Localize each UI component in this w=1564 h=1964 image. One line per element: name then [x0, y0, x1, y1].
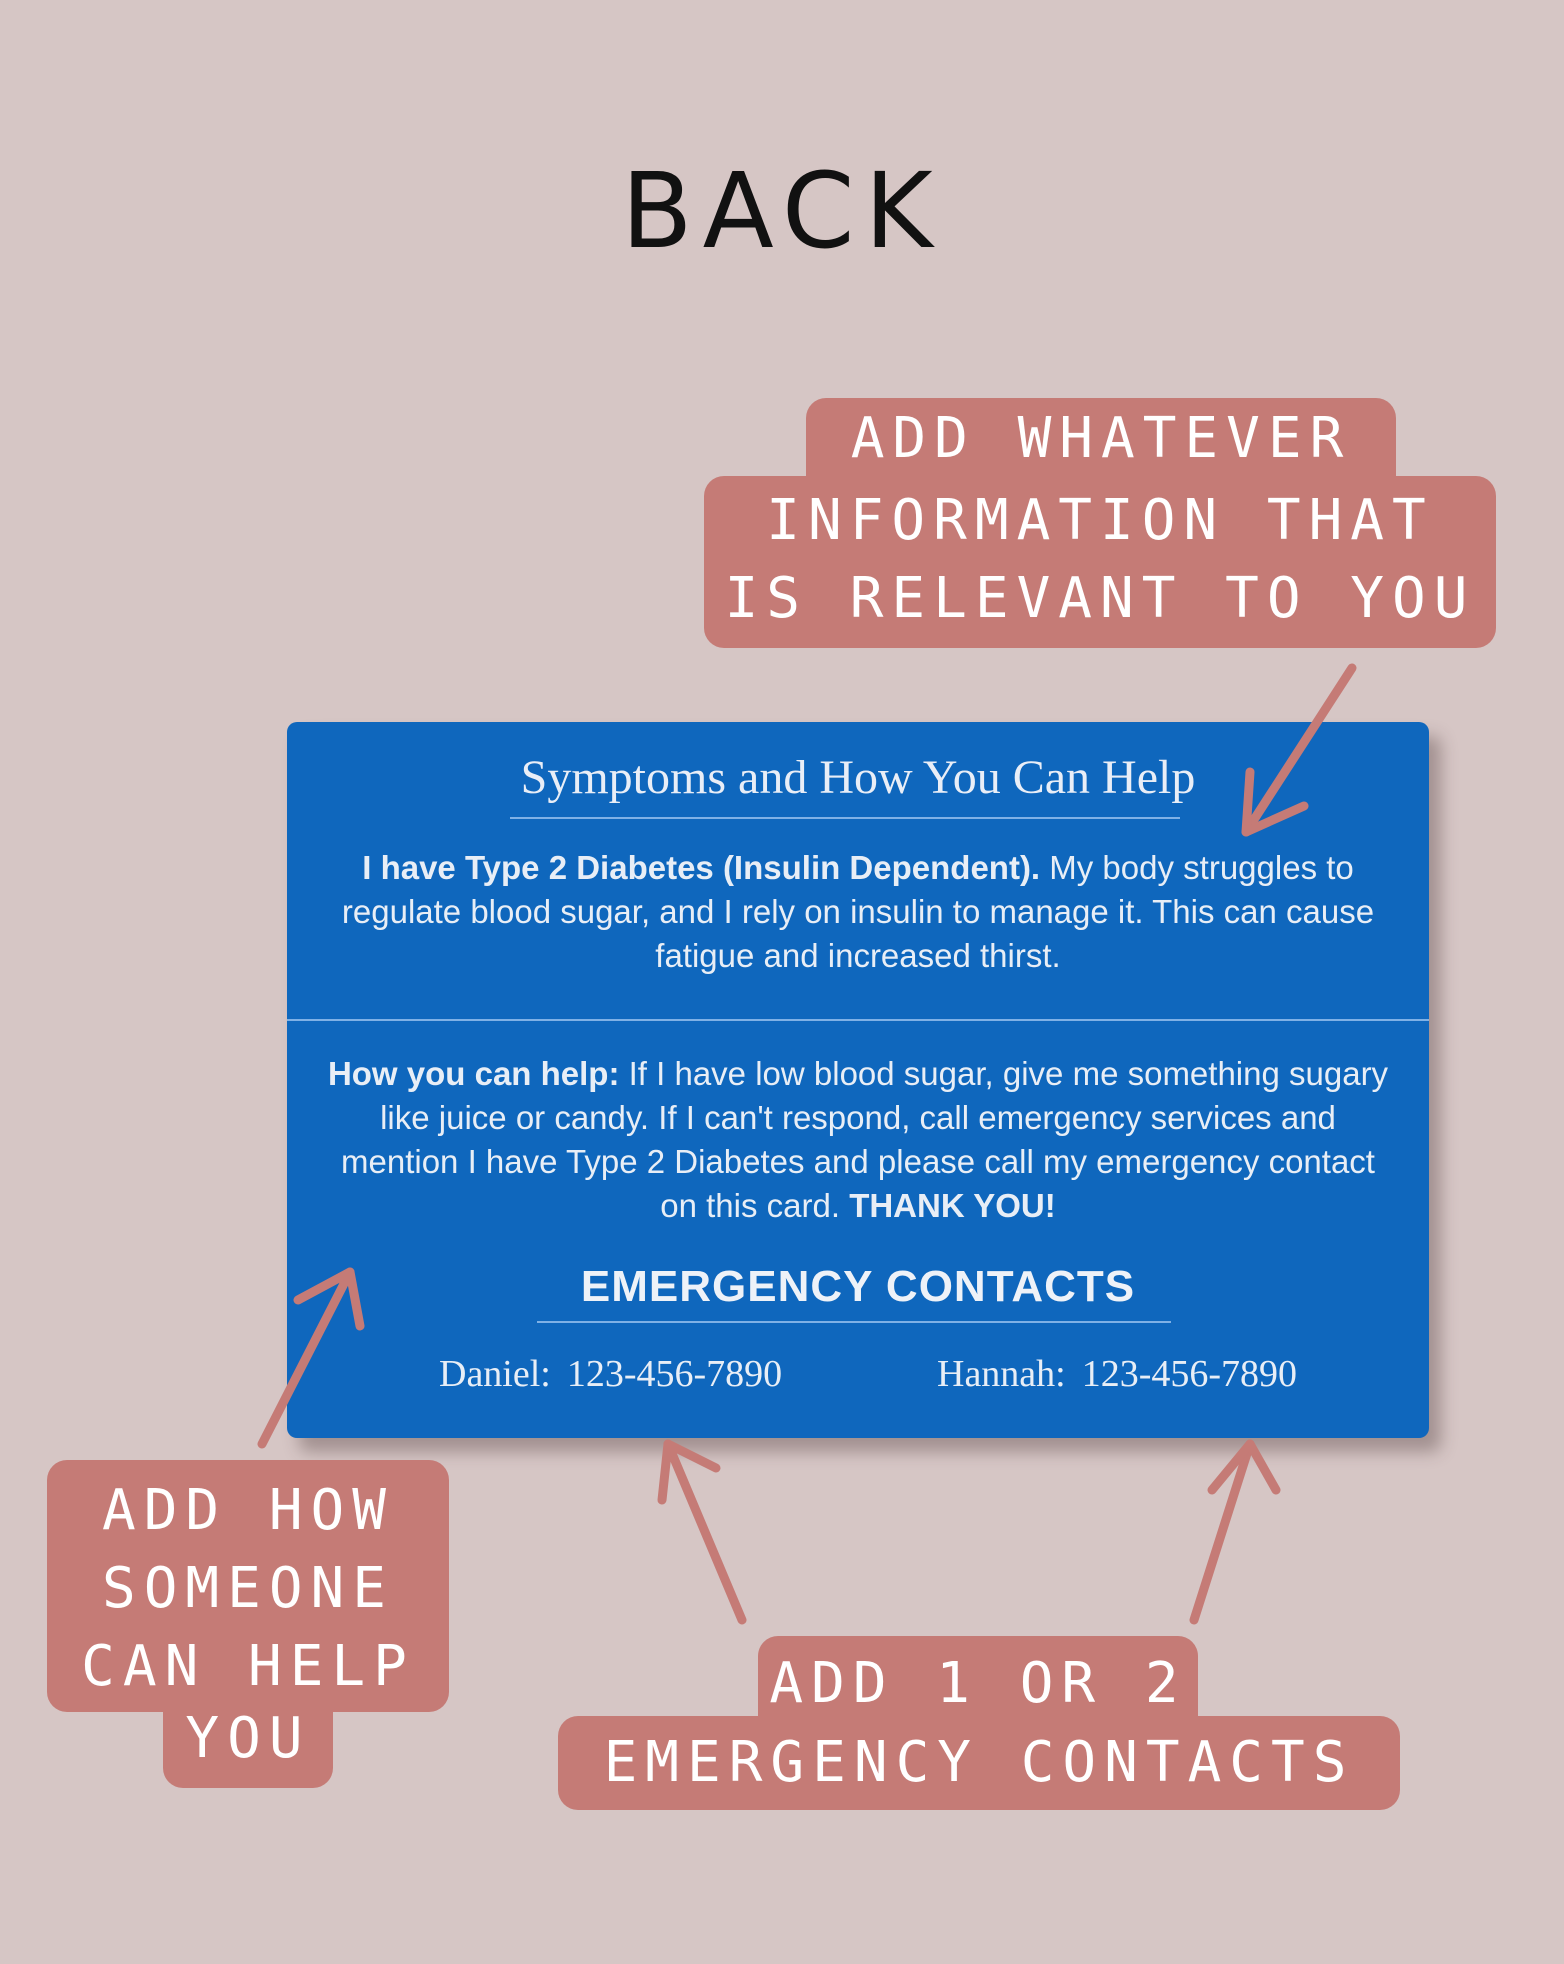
callout-contacts-line-1: ADD 1 OR 2	[758, 1636, 1198, 1726]
callout-contacts-line-2: EMERGENCY CONTACTS	[558, 1716, 1400, 1810]
contact-1-name: Daniel:	[439, 1353, 551, 1395]
card-title: Symptoms and How You Can Help	[520, 751, 1196, 804]
arrow-to-help-icon	[257, 1267, 365, 1449]
arrow-to-contact-2-icon	[1189, 1439, 1281, 1625]
title-underline	[510, 817, 1180, 819]
contact-2: Hannah: 123-456-7890	[937, 1352, 1297, 1396]
callout-info-body: INFORMATION THAT IS RELEVANT TO YOU	[704, 476, 1496, 648]
page-title: BACK	[621, 150, 943, 272]
callout-help-line-2: SOMEONE	[101, 1556, 394, 1621]
callout-help-line-3: CAN HELP	[81, 1634, 415, 1699]
contact-2-phone: 123-456-7890	[1081, 1353, 1298, 1395]
condition-text: My body struggles to regulate blood suga…	[341, 849, 1375, 974]
callout-help-line-1: ADD HOW	[101, 1478, 394, 1543]
condition-paragraph: I have Type 2 Diabetes (Insulin Dependen…	[327, 846, 1389, 978]
callout-info-line-1: ADD WHATEVER	[806, 398, 1396, 480]
callout-info-line-3: IS RELEVANT TO YOU	[724, 566, 1476, 631]
contacts-underline	[537, 1321, 1171, 1323]
medical-card: Symptoms and How You Can Help I have Typ…	[287, 722, 1429, 1438]
contact-2-name: Hannah:	[937, 1353, 1066, 1395]
arrow-to-info-icon	[1241, 663, 1357, 837]
callout-info-line-2: INFORMATION THAT	[766, 488, 1434, 553]
section-divider	[287, 1019, 1429, 1021]
callout-help-line-4: YOU	[163, 1700, 333, 1788]
help-text: If I have low blood sugar, give me somet…	[341, 1055, 1389, 1224]
contact-1-phone: 123-456-7890	[566, 1353, 783, 1395]
contact-1: Daniel: 123-456-7890	[439, 1352, 782, 1396]
emergency-contacts-title: EMERGENCY CONTACTS	[580, 1262, 1136, 1311]
arrow-to-contact-1-icon	[657, 1439, 747, 1625]
help-paragraph: How you can help: If I have low blood su…	[327, 1052, 1389, 1228]
callout-help-body: ADD HOW SOMEONE CAN HELP	[47, 1460, 449, 1712]
help-bold: How you can help:	[327, 1055, 620, 1092]
condition-bold: I have Type 2 Diabetes (Insulin Dependen…	[362, 849, 1041, 886]
help-thanks: THANK YOU!	[849, 1187, 1056, 1224]
